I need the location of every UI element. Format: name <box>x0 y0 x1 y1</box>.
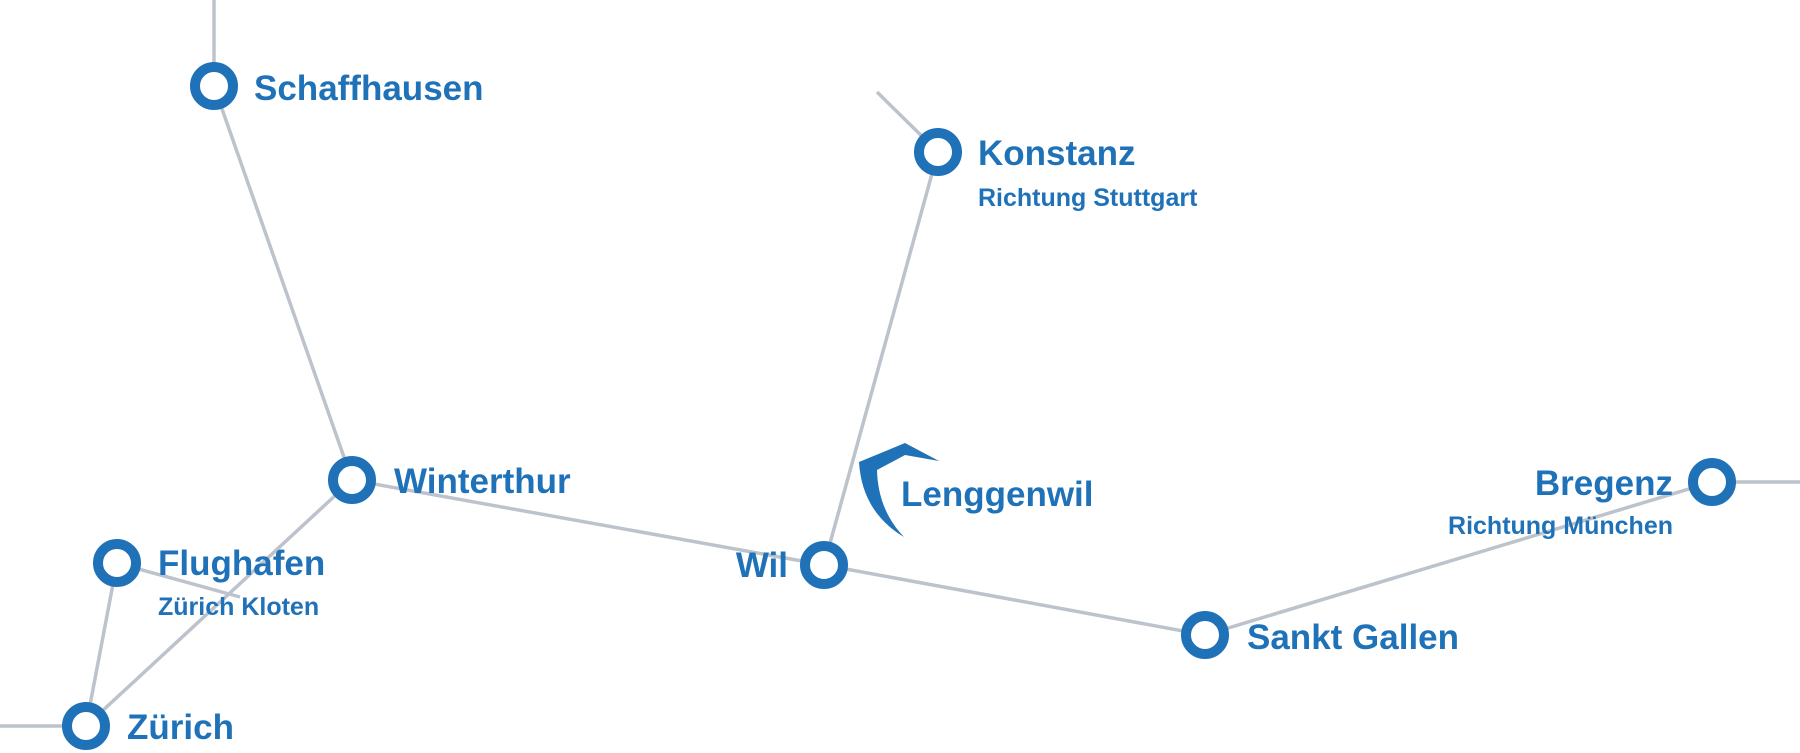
line-winterthur-wil <box>351 478 825 567</box>
station-marker-zurich[interactable] <box>62 702 110 750</box>
station-marker-konstanz[interactable] <box>914 128 962 176</box>
station-sublabel-konstanz: Richtung Stuttgart <box>978 184 1198 212</box>
station-sublabel-bregenz: Richtung München <box>1448 512 1673 540</box>
station-marker-winterthur[interactable] <box>328 456 376 504</box>
station-marker-wil[interactable] <box>800 541 848 589</box>
station-label-wil: Wil <box>736 546 788 585</box>
station-label-schaffhausen: Schaffhausen <box>254 69 484 108</box>
line-winterthur-zurich <box>84 478 354 728</box>
lenggenwil-label: Lenggenwil <box>901 475 1094 514</box>
station-label-bregenz: Bregenz <box>1535 464 1673 503</box>
station-marker-schaffhausen[interactable] <box>190 62 238 110</box>
station-sublabel-flughafen: Zürich Kloten <box>158 593 319 621</box>
line-konstanz-wil <box>822 151 940 566</box>
line-wil-sankt-gallen <box>823 563 1206 637</box>
station-label-zurich: Zürich <box>127 708 234 747</box>
station-label-konstanz: Konstanz <box>978 134 1136 173</box>
line-flughafen-zurich <box>84 562 119 727</box>
station-label-flughafen: Flughafen <box>158 544 325 583</box>
station-labels: Schaffhausen Konstanz Richtung Stuttgart… <box>127 69 1673 747</box>
line-sankt-gallen-bregenz <box>1204 480 1713 637</box>
station-label-winterthur: Winterthur <box>394 462 571 501</box>
line-schaffhausen-winterthur <box>212 85 354 481</box>
station-marker-flughafen[interactable] <box>93 539 141 587</box>
station-marker-bregenz[interactable] <box>1688 458 1736 506</box>
station-marker-sankt-gallen[interactable] <box>1181 611 1229 659</box>
lenggenwil-roof-logo-icon <box>859 443 939 537</box>
station-markers <box>62 62 1736 750</box>
station-label-sankt-gallen: Sankt Gallen <box>1247 618 1459 657</box>
